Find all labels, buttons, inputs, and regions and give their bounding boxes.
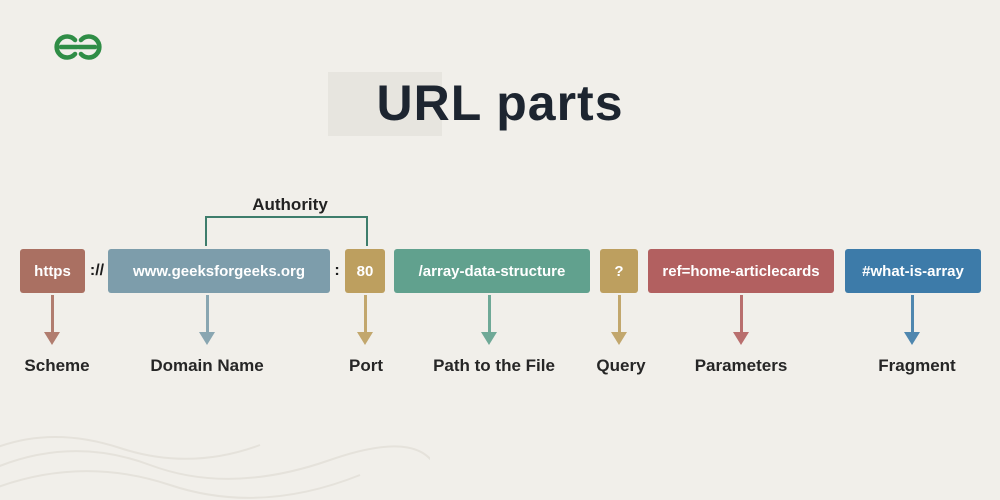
page-title: URL parts <box>376 75 624 131</box>
url-part-text-domain: www.geeksforgeeks.org <box>132 262 305 280</box>
url-part-text-fragment: #what-is-array <box>862 262 964 280</box>
authority-bracket-tick-right <box>366 216 368 246</box>
arrow-down-icon-port <box>357 295 373 345</box>
part-label-query: Query <box>596 356 646 375</box>
geeksforgeeks-logo-icon <box>46 26 110 70</box>
url-part-box-path: /array-data-structure <box>394 249 590 293</box>
authority-bracket-line <box>205 216 368 218</box>
url-part-box-domain: www.geeksforgeeks.org <box>108 249 330 293</box>
url-part-box-port: 80 <box>345 249 385 293</box>
arrow-down-icon-scheme <box>44 295 60 345</box>
url-part-text-scheme: https <box>34 262 71 280</box>
url-part-box-fragment: #what-is-array <box>845 249 981 293</box>
arrow-down-icon-domain <box>199 295 215 345</box>
url-part-text-query: ? <box>614 262 624 280</box>
part-label-scheme: Scheme <box>24 356 90 375</box>
url-part-text-port: 80 <box>356 262 374 280</box>
separator-scheme: :// <box>89 262 105 279</box>
arrow-down-icon-parameters <box>733 295 749 345</box>
authority-label: Authority <box>252 195 328 214</box>
url-part-text-path: /array-data-structure <box>418 262 566 280</box>
authority-bracket-tick-left <box>205 216 207 246</box>
part-label-port: Port <box>349 356 383 375</box>
url-part-box-parameters: ref=home-articlecards <box>648 249 834 293</box>
part-label-domain: Domain Name <box>150 356 264 375</box>
url-part-text-parameters: ref=home-articlecards <box>662 262 820 280</box>
arrow-down-icon-fragment <box>904 295 920 345</box>
part-label-fragment: Fragment <box>878 356 956 375</box>
title-highlight <box>328 72 442 136</box>
part-label-parameters: Parameters <box>694 356 788 375</box>
separator-port: : <box>334 262 340 279</box>
arrow-down-icon-path <box>481 295 497 345</box>
url-part-box-query: ? <box>600 249 638 293</box>
url-part-box-scheme: https <box>20 249 85 293</box>
arrow-down-icon-query <box>611 295 627 345</box>
part-label-path: Path to the File <box>433 356 555 375</box>
